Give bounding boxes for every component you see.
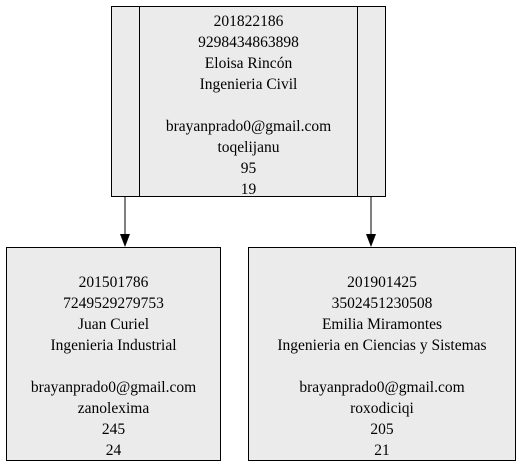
edge-root-to-left (120, 197, 130, 247)
right-name: Emilia Miramontes (321, 316, 443, 333)
right-credits: 205 (370, 421, 394, 438)
right-child-node: 201901425 3502451230508 Emilia Miramonte… (248, 247, 516, 461)
root-name: Eloisa Rincón (204, 55, 293, 72)
right-career: Ingenieria en Ciencias y Sistemas (277, 337, 487, 354)
right-dpi: 3502451230508 (331, 295, 433, 312)
arrowhead-left-icon (120, 234, 130, 247)
arrowhead-right-icon (366, 234, 376, 247)
root-carnet: 201822186 (213, 13, 284, 30)
left-credits: 245 (101, 421, 126, 438)
left-career: Ingenieria Industrial (50, 337, 177, 354)
left-node-text: 201501786 7249529279753 Juan Curiel Inge… (7, 272, 220, 461)
left-password: zanolexima (77, 400, 150, 417)
left-name: Juan Curiel (77, 316, 150, 333)
left-email: brayanprado0@gmail.com (30, 379, 197, 396)
root-node-text: 201822186 9298434863898 Eloisa Rincón In… (112, 11, 385, 200)
left-child-node: 201501786 7249529279753 Juan Curiel Inge… (6, 247, 221, 461)
left-carnet: 201501786 (78, 274, 149, 291)
root-credits: 95 (240, 160, 257, 177)
root-career: Ingenieria Civil (199, 76, 298, 93)
root-node: 201822186 9298434863898 Eloisa Rincón In… (111, 6, 386, 200)
root-left-divider (139, 7, 140, 196)
root-email: brayanprado0@gmail.com (165, 118, 332, 135)
left-age: 24 (105, 442, 122, 459)
right-password: roxodiciqi (350, 400, 414, 417)
right-email: brayanprado0@gmail.com (299, 379, 465, 396)
edge-root-to-right (366, 197, 376, 247)
root-right-divider (357, 7, 358, 196)
right-node-text: 201901425 3502451230508 Emilia Miramonte… (249, 272, 515, 461)
root-age: 19 (240, 181, 257, 198)
root-password: toqelijanu (217, 139, 280, 156)
left-dpi: 7249529279753 (63, 295, 164, 312)
right-carnet: 201901425 (347, 274, 417, 291)
right-age: 21 (374, 442, 390, 459)
root-dpi: 9298434863898 (198, 34, 299, 51)
